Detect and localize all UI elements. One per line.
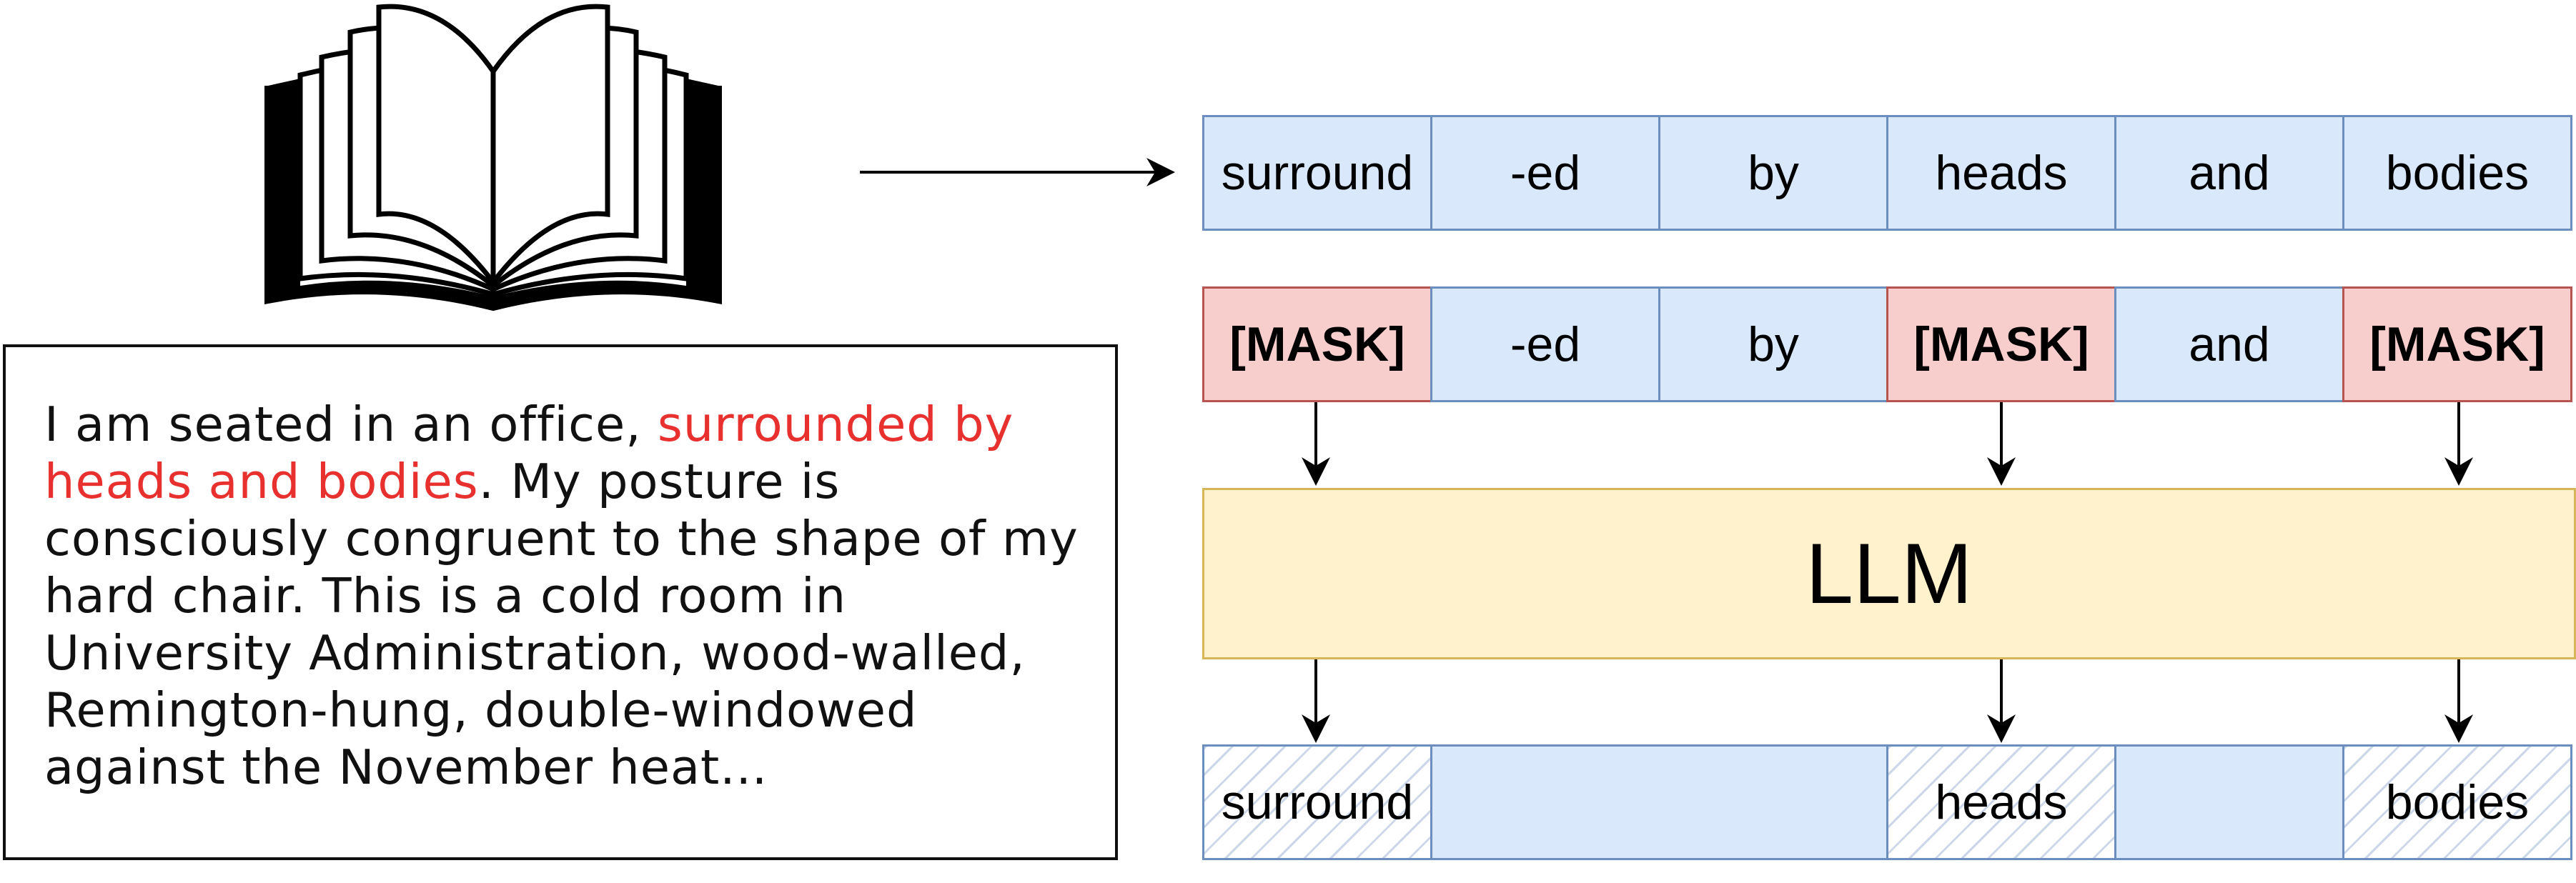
open-book-icon bbox=[264, 4, 722, 311]
token-cell: by bbox=[1658, 115, 1888, 231]
token-cell: surround bbox=[1202, 115, 1432, 231]
mask-cell: [MASK] bbox=[1886, 286, 2116, 402]
mask-cell: [MASK] bbox=[1202, 286, 1432, 402]
token-cell: -ed bbox=[1430, 115, 1660, 231]
mask-cell: [MASK] bbox=[2342, 286, 2572, 402]
token-cell: and bbox=[2114, 115, 2344, 231]
unmasked-span-cell bbox=[2114, 744, 2344, 860]
passage-highlight: surrounded by heads and bodies bbox=[44, 396, 1014, 509]
token-cell: heads bbox=[1886, 115, 2116, 231]
unmasked-span-cell bbox=[1430, 744, 1888, 860]
token-cell: bodies bbox=[2342, 115, 2572, 231]
llm-block: LLM bbox=[1202, 488, 2576, 659]
token-cell: -ed bbox=[1430, 286, 1660, 402]
passage-box: I am seated in an office, surrounded by … bbox=[3, 344, 1118, 860]
prediction-cell: bodies bbox=[2342, 744, 2572, 860]
token-cell: by bbox=[1658, 286, 1888, 402]
prediction-cell: surround bbox=[1202, 744, 1432, 860]
token-cell: and bbox=[2114, 286, 2344, 402]
passage-text-before: I am seated in an office, bbox=[44, 396, 658, 452]
passage-text-after: . My posture is consciously congruent to… bbox=[44, 454, 1079, 795]
